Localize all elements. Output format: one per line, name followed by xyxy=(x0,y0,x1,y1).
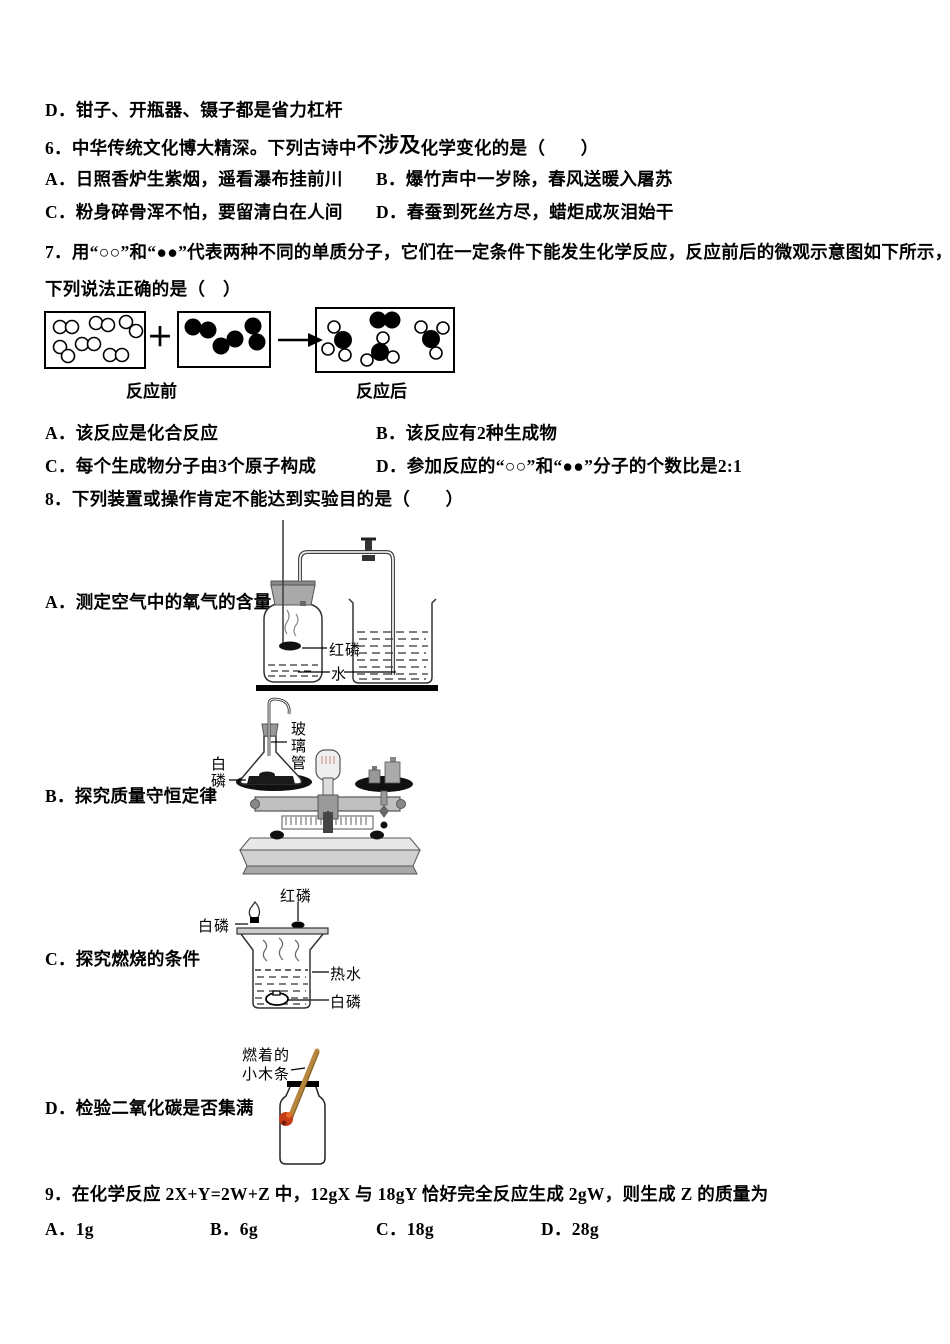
q6-option-d: D．春蚕到死丝方尽，蜡炬成灰泪始干 xyxy=(376,202,674,222)
burning-splint xyxy=(279,1048,320,1126)
q6-option-a: A．日照香炉生紫烟，遥看瀑布挂前川 xyxy=(45,169,343,189)
prev-question-option-d: D．钳子、开瓶器、镊子都是省力杠杆 xyxy=(45,100,343,120)
bench xyxy=(256,685,438,691)
q9-option-b: B．6g xyxy=(210,1219,258,1239)
q8-diagram-d-co2-test xyxy=(279,1048,326,1165)
q9-stem: 9．在化学反应 2X+Y=2W+Z 中，12gX 与 18gY 恰好完全反应生成… xyxy=(45,1184,769,1204)
q8c-red-phosphorus-label: 红磷 xyxy=(280,889,313,905)
right-pan xyxy=(355,776,413,792)
q9-option-a: A．1g xyxy=(45,1219,94,1239)
label-after-reaction: 反应后 xyxy=(356,382,407,401)
q8d-burning-label-line1: 燃着的 xyxy=(242,1048,291,1064)
q7-option-d: D．参加反应的“○○”和“●●”分子的个数比是2:1 xyxy=(376,456,743,476)
q9-option-d: D．28g xyxy=(541,1219,599,1239)
beaker xyxy=(240,933,324,1009)
plus-sign: ＋ xyxy=(147,323,174,352)
balance-pillar xyxy=(315,749,341,833)
q8-item-c-label: C．探究燃烧的条件 xyxy=(45,949,201,969)
glass-tube xyxy=(298,550,395,675)
red-phosphorus-lump xyxy=(291,921,305,929)
q8c-white-phosphorus-plate-label: 白磷 xyxy=(198,919,231,935)
copper-plate xyxy=(236,927,329,935)
rubber-stopper xyxy=(270,580,316,606)
q8-diagram-b-balance xyxy=(229,697,422,875)
balance-foot-right xyxy=(370,830,384,840)
balance-foot-left xyxy=(270,830,284,840)
white-phosphorus-in-flask xyxy=(247,776,295,784)
q7-stem-line2: 下列说法正确的是（ ） xyxy=(45,279,241,299)
bent-glass-tube xyxy=(267,697,291,756)
q8-item-b-label: B．探究质量守恒定律 xyxy=(45,786,218,806)
q6-stem-suffix: 化学变化的是（ ） xyxy=(420,138,599,158)
q7-option-a: A．该反应是化合反应 xyxy=(45,423,219,443)
q8-item-a-label: A．测定空气中的氧气的含量 xyxy=(45,592,272,612)
q6-option-b: B．爆竹声中一岁除，春风送暖入屠苏 xyxy=(376,169,673,189)
label-before-reaction: 反应前 xyxy=(126,382,177,401)
beaker-water xyxy=(357,631,428,680)
white-phosphorus-lump xyxy=(265,990,289,1006)
q8-item-d-label: D．检验二氧化碳是否集满 xyxy=(45,1098,254,1118)
reactant-white-molecules-box xyxy=(44,311,146,369)
product-molecules-box xyxy=(315,307,455,373)
q6-stem: 6．中华传统文化博大精深。下列古诗中不涉及化学变化的是（ ） xyxy=(45,131,599,161)
beaker xyxy=(348,598,437,684)
q8d-burning-label-line2: 小木条 xyxy=(242,1067,291,1083)
q6-stem-prefix: 6．中华传统文化博大精深。下列古诗中 xyxy=(45,138,357,158)
bottle-water xyxy=(268,664,318,677)
flame-icon xyxy=(248,900,261,923)
q8c-white-phosphorus-water-label: 白磷 xyxy=(330,995,363,1011)
vapor xyxy=(262,937,300,962)
stopcock-valve xyxy=(361,537,376,561)
q8-stem: 8．下列装置或操作肯定不能达到实验目的是（ ） xyxy=(45,489,464,509)
q8a-red-phosphorus-label: 红磷 xyxy=(329,643,362,659)
q7-stem-line1: 7．用“○○”和“●●”代表两种不同的单质分子，它们在一定条件下能发生化学反应，… xyxy=(45,242,950,262)
q6-option-c: C．粉身碎骨浑不怕，要留清白在人间 xyxy=(45,202,343,222)
q8a-water-label: 水 xyxy=(331,667,348,683)
q7-option-c: C．每个生成物分子由3个原子构成 xyxy=(45,456,317,476)
right-pan-support xyxy=(379,790,389,829)
q7-option-b: B．该反应有2种生成物 xyxy=(376,423,558,443)
reactant-black-molecules-box xyxy=(177,311,271,368)
q8-diagram-a-oxygen-measurement xyxy=(256,520,438,691)
q6-stem-emphasis: 不涉及 xyxy=(356,133,421,157)
q7-molecular-diagram xyxy=(44,307,455,373)
smoke xyxy=(284,609,299,637)
gas-bottle xyxy=(263,599,323,683)
weights xyxy=(368,757,401,784)
rider-slider xyxy=(323,812,333,833)
splint-leader xyxy=(290,1067,306,1071)
q8b-white-phosphorus-label: 白磷 xyxy=(209,756,225,790)
q8b-glass-tube-label: 玻璃管 xyxy=(289,721,305,772)
combustion-spoon xyxy=(279,641,301,651)
q8c-hot-water-label: 热水 xyxy=(330,967,363,983)
q8-diagram-c-combustion xyxy=(235,900,329,1009)
q9-option-c: C．18g xyxy=(376,1219,434,1239)
balance-base xyxy=(238,837,422,875)
